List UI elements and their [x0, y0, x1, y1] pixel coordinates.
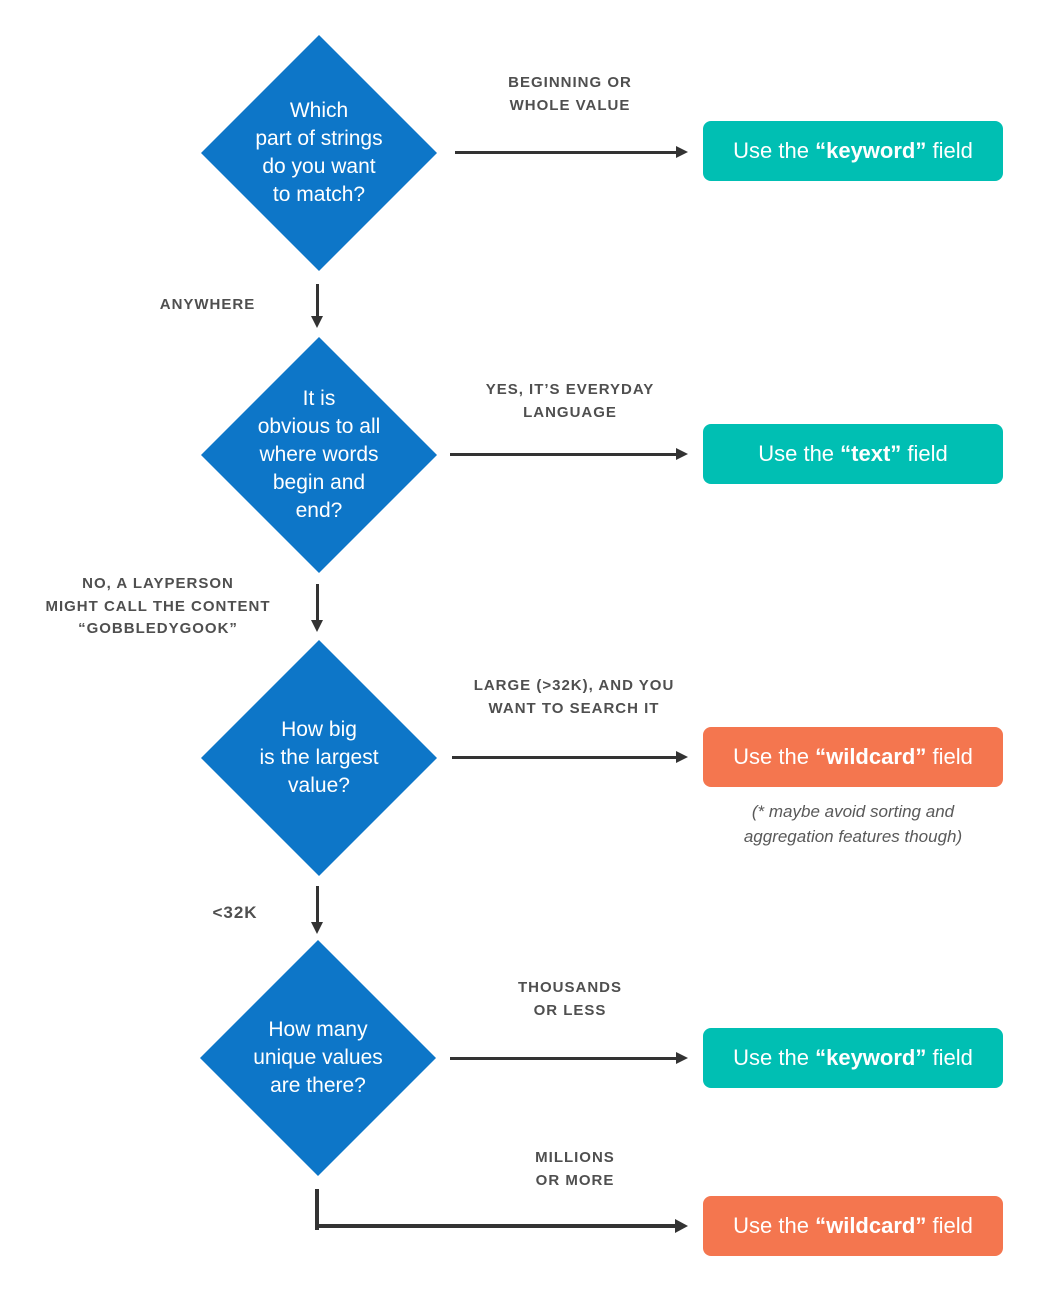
arrow-shaft [450, 1057, 677, 1060]
result-label: Use the “wildcard” field [733, 1213, 973, 1239]
edge-label-thousands-or-less: THOUSANDS OR LESS [517, 979, 622, 1019]
arrowhead-icon [311, 316, 323, 328]
result-label: Use the “text” field [758, 441, 948, 467]
arrow-shaft [455, 151, 677, 154]
elbow-horizontal-segment [315, 1224, 675, 1228]
arrow-cardinality-to-keyword [450, 1052, 688, 1065]
result-suffix: field [901, 441, 948, 466]
arrow-match-down [311, 284, 324, 328]
result-prefix: Use the [733, 744, 816, 769]
result-field-name: “wildcard” [815, 744, 927, 769]
edge-label-beginning-or-whole-value: BEGINNING OR WHOLE VALUE [508, 74, 632, 114]
result-field-name: “keyword” [815, 1045, 927, 1070]
decision-node-match-part: Which part of strings do you want to mat… [201, 35, 437, 271]
result-prefix: Use the [758, 441, 841, 466]
arrow-shaft [316, 284, 319, 317]
arrowhead-icon [311, 922, 323, 934]
result-prefix: Use the [733, 138, 816, 163]
result-text-field: Use the “text” field [703, 424, 1003, 484]
edge-label-under-32k: <32K [212, 903, 258, 922]
result-suffix: field [926, 744, 973, 769]
arrowhead-icon [676, 751, 688, 763]
arrow-shaft [452, 756, 677, 759]
decision-text: How big is the largest value? [259, 718, 379, 797]
decision-text: Which part of strings do you want to mat… [255, 99, 383, 206]
result-field-name: “text” [840, 441, 902, 466]
arrowhead-icon [676, 146, 688, 158]
decision-text: How many unique values are there? [253, 1018, 383, 1097]
result-prefix: Use the [733, 1045, 816, 1070]
edge-label-yes-everyday-language: YES, IT’S EVERYDAY LANGUAGE [485, 381, 655, 421]
arrow-boundaries-to-text [450, 448, 688, 461]
edge-label-millions-or-more: MILLIONS OR MORE [535, 1149, 615, 1189]
result-suffix: field [926, 138, 973, 163]
arrow-size-down [311, 886, 324, 934]
arrow-boundaries-down [311, 584, 324, 632]
result-field-name: “wildcard” [815, 1213, 927, 1238]
edge-label-large-searchable: LARGE (>32K), AND YOU WANT TO SEARCH IT [473, 677, 675, 717]
note-wildcard-caveat: (* maybe avoid sorting and aggregation f… [743, 802, 963, 846]
result-field-name: “keyword” [815, 138, 927, 163]
elbow-vertical-segment [315, 1189, 319, 1230]
result-keyword-match: Use the “keyword” field [703, 121, 1003, 181]
decision-node-value-size: How big is the largest value? [201, 640, 437, 876]
arrowhead-icon [676, 448, 688, 460]
result-suffix: field [926, 1213, 973, 1238]
arrow-match-to-keyword [455, 146, 688, 159]
result-keyword-low-cardinality: Use the “keyword” field [703, 1028, 1003, 1088]
arrow-shaft [450, 453, 677, 456]
result-label: Use the “keyword” field [733, 138, 973, 164]
decision-node-cardinality: How many unique values are there? [200, 940, 436, 1176]
result-wildcard-large: Use the “wildcard” field [703, 727, 1003, 787]
decision-node-word-boundaries: It is obvious to all where words begin a… [201, 337, 437, 573]
result-suffix: field [926, 1045, 973, 1070]
arrow-shaft [316, 886, 319, 923]
edge-label-no-gobbledygook: NO, A LAYPERSON MIGHT CALL THE CONTENT “… [45, 575, 271, 637]
arrowhead-icon [675, 1219, 688, 1233]
arrow-size-to-wildcard [452, 751, 688, 764]
result-wildcard-high-cardinality: Use the “wildcard” field [703, 1196, 1003, 1256]
arrowhead-icon [676, 1052, 688, 1064]
edge-label-anywhere: ANYWHERE [159, 296, 256, 313]
result-label: Use the “keyword” field [733, 1045, 973, 1071]
arrow-shaft [316, 584, 319, 621]
result-prefix: Use the [733, 1213, 816, 1238]
result-label: Use the “wildcard” field [733, 744, 973, 770]
decision-text: It is obvious to all where words begin a… [257, 387, 381, 522]
arrowhead-icon [311, 620, 323, 632]
